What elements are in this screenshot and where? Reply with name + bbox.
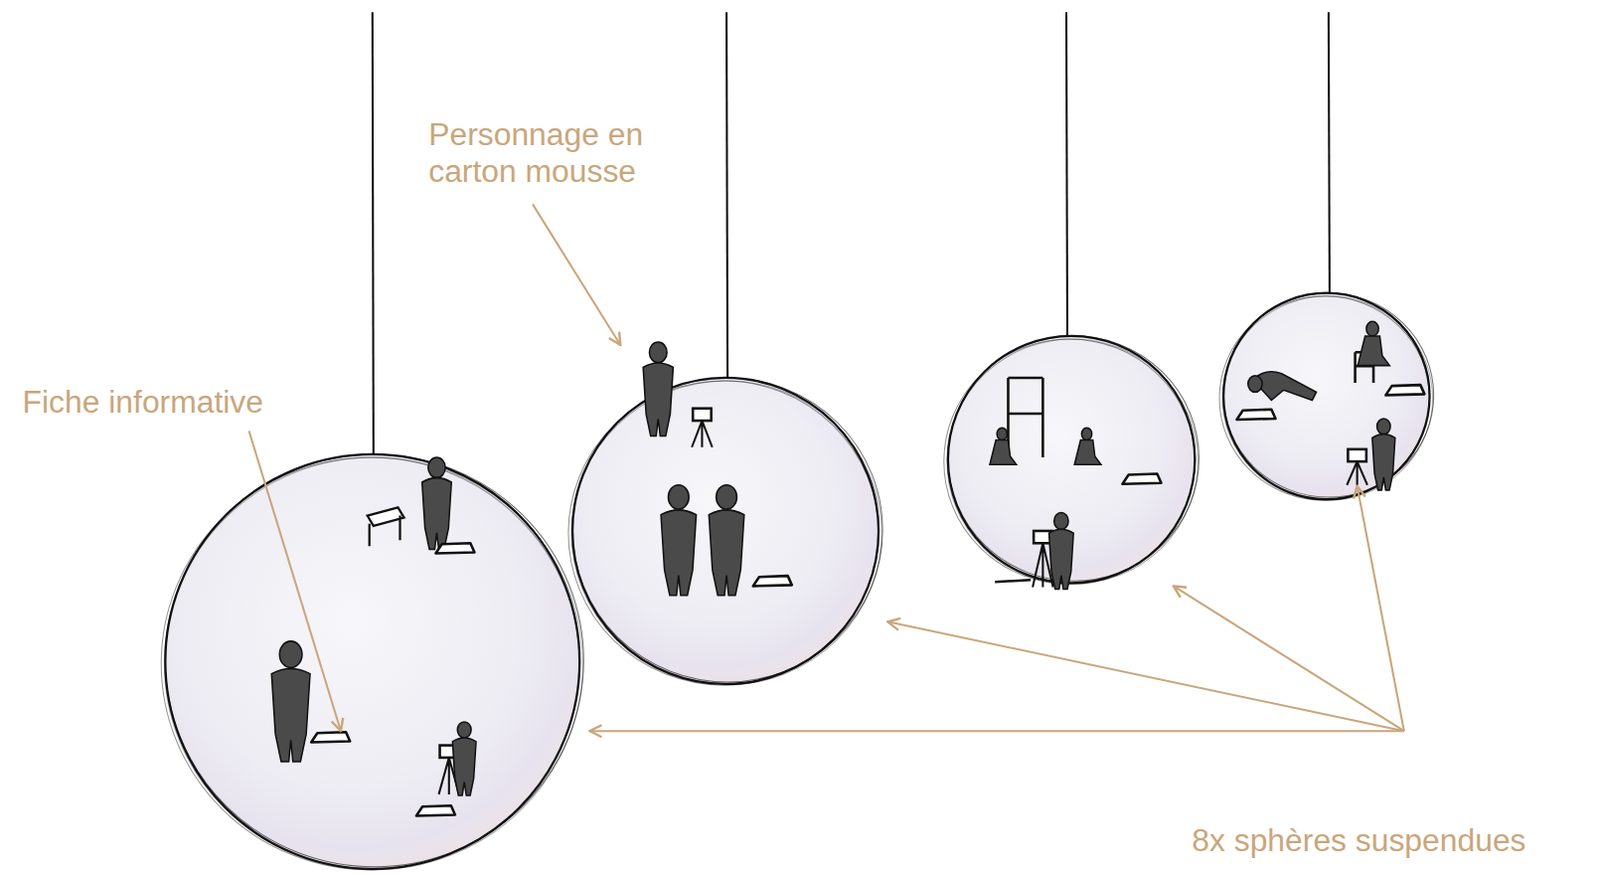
figure-head — [648, 341, 667, 363]
figure-head — [1081, 427, 1092, 440]
info-card — [435, 542, 475, 553]
foam-figure — [1074, 427, 1102, 465]
sketch-stroke — [568, 380, 879, 685]
suspension-string — [726, 11, 728, 382]
foam-figure — [1357, 320, 1390, 365]
figure-body — [1357, 335, 1390, 366]
figure-head — [1377, 418, 1391, 435]
camera — [692, 408, 711, 421]
chair — [1007, 377, 1043, 458]
figure-body — [660, 509, 696, 596]
figure-body — [642, 362, 673, 436]
suspension-string — [372, 11, 374, 459]
figure-body — [1372, 434, 1396, 490]
foam-figure — [660, 484, 696, 596]
foam-figure — [708, 484, 744, 596]
foam-figure — [422, 457, 453, 549]
sketch-stroke — [164, 454, 584, 867]
camera — [1347, 449, 1366, 462]
foam-figure — [452, 721, 477, 796]
leader-line — [1357, 485, 1405, 731]
figure-head — [279, 640, 303, 668]
tripod-legs — [691, 420, 713, 448]
figure-body — [422, 478, 453, 550]
info-card — [416, 804, 456, 815]
figure-head — [996, 427, 1007, 440]
callout-label: 8x sphères suspendues — [1191, 822, 1600, 860]
leader-line — [532, 203, 621, 345]
camera-tripod — [691, 408, 713, 448]
figure-head — [1248, 375, 1263, 392]
figure-head — [1054, 511, 1069, 529]
info-card — [1236, 409, 1276, 420]
leader-line — [589, 729, 1404, 732]
sphere-body — [1223, 293, 1430, 499]
leader-lines — [249, 203, 1405, 731]
figure-body — [708, 509, 744, 596]
figure-head — [667, 484, 689, 509]
figure-head — [1366, 320, 1379, 336]
sphere — [1219, 11, 1435, 500]
callout-label: Personnage en carton mousse — [428, 116, 735, 190]
foam-figure — [989, 427, 1017, 465]
figure-body — [989, 440, 1017, 466]
hanging-spheres — [160, 11, 1434, 870]
sketch-stroke — [163, 457, 583, 870]
sketch-stroke — [1222, 296, 1434, 500]
suspension-string — [1066, 11, 1068, 340]
info-card — [1385, 384, 1425, 395]
suspension-string — [1328, 11, 1330, 297]
foam-figure — [642, 341, 673, 436]
foam-figure — [1049, 511, 1075, 589]
info-card — [753, 575, 793, 586]
figure-head — [428, 457, 446, 478]
figure-head — [457, 721, 472, 738]
desk — [367, 506, 405, 546]
foam-figure — [1372, 418, 1396, 490]
info-card — [1121, 473, 1161, 483]
easel-base — [994, 579, 1031, 582]
sphere — [568, 11, 883, 685]
leader-line — [1173, 585, 1405, 731]
figure-body — [271, 667, 311, 762]
figure-body — [1074, 440, 1102, 466]
camera-tripod — [1346, 449, 1368, 485]
sphere — [944, 11, 1200, 584]
callout-label: Fiche informative — [22, 383, 329, 421]
figure-body — [1049, 528, 1075, 589]
foam-figure — [271, 640, 311, 762]
leader-line — [249, 430, 341, 731]
figure-body — [452, 737, 477, 796]
foam-figures — [271, 320, 1425, 815]
info-card — [311, 731, 350, 742]
figure-head — [716, 484, 738, 509]
sketch-stroke — [571, 380, 882, 685]
sketch-stroke — [1219, 296, 1431, 500]
tripod-legs — [1346, 461, 1368, 485]
leader-line — [887, 621, 1405, 731]
